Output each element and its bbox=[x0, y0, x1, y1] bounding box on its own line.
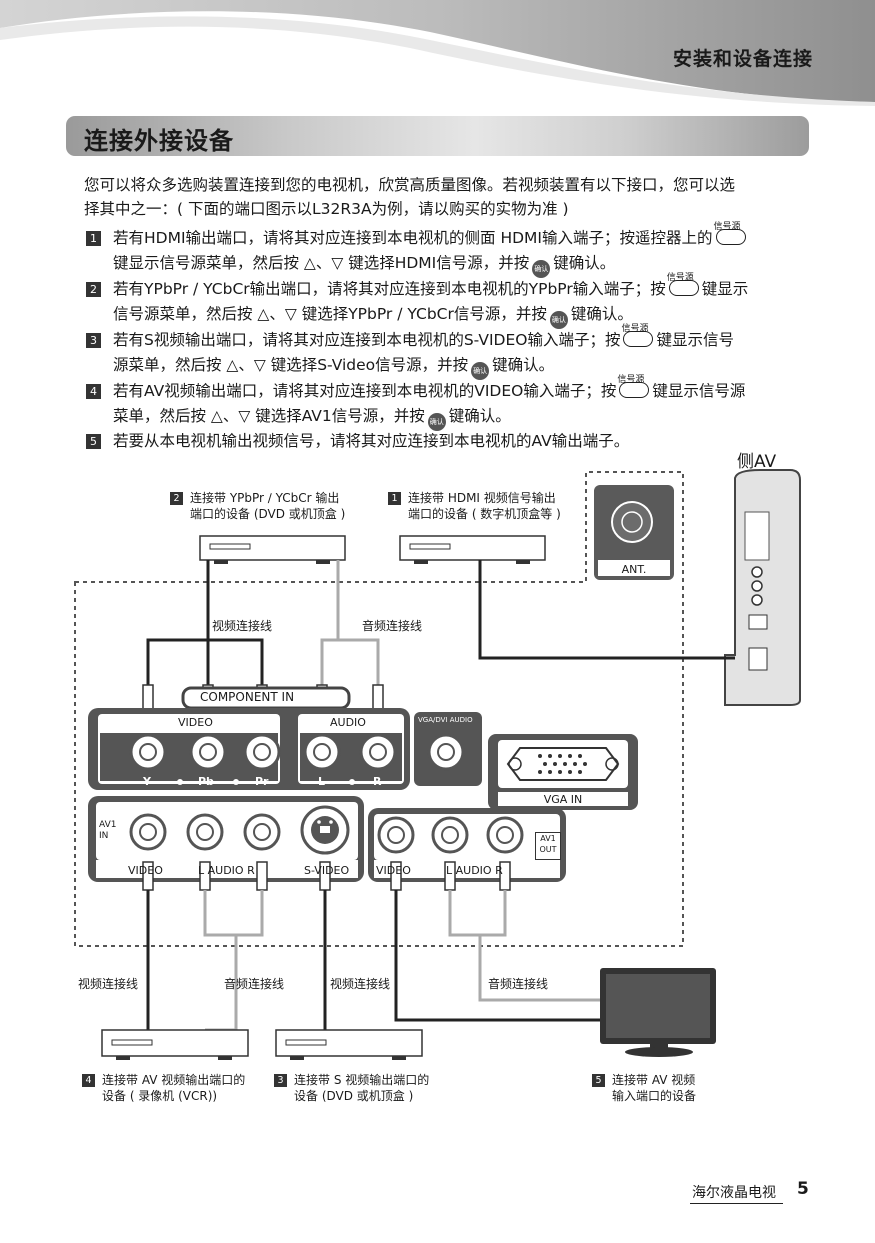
side-av-label: 侧AV bbox=[737, 452, 777, 472]
pb-label: Pb bbox=[198, 775, 214, 788]
cable-video-label-bl: 视频连接线 bbox=[78, 977, 139, 991]
step-text: 键显示信号源菜单，然后按 △、▽ 键选择HDMI信号源，并按 bbox=[113, 254, 530, 272]
source-button-icon: 信号源 bbox=[667, 273, 699, 296]
step-text: 若有AV视频输出端口，请将其对应连接到本电视机的VIDEO输入端子；按 bbox=[113, 382, 617, 400]
cable-video-label: 视频连接线 bbox=[212, 619, 273, 633]
step-2: 2 若有YPbPr ∕ YCbCr输出端口，请将其对应连接到本电视机的YPbPr输… bbox=[86, 273, 816, 329]
step-text: 键确认。 bbox=[492, 356, 555, 374]
av-video-label: VIDEO bbox=[128, 864, 163, 877]
step-text: 源菜单，然后按 △、▽ 键选择S-Video信号源，并按 bbox=[113, 356, 469, 374]
av1-in-label: AV1 IN bbox=[99, 820, 117, 841]
step-text: 键显示信号源 bbox=[652, 382, 746, 400]
footer-brand: 海尔液晶电视 bbox=[692, 1185, 776, 1201]
step-text: 键确认。 bbox=[570, 305, 633, 323]
y-label: Y bbox=[143, 775, 151, 788]
step-text: 若要从本电视机输出视频信号，请将其对应连接到本电视机的AV输出端子。 bbox=[113, 432, 630, 450]
ok-button-icon: 确认 bbox=[532, 260, 551, 278]
device-2-player bbox=[199, 535, 346, 564]
step-text: 键确认。 bbox=[553, 254, 616, 272]
step-text: 键显示信号 bbox=[656, 331, 734, 349]
ok-button-icon: 确认 bbox=[471, 362, 490, 380]
step-text: 键显示 bbox=[701, 280, 749, 298]
ant-label: ANT. bbox=[621, 563, 647, 576]
component-video-label: VIDEO bbox=[178, 716, 213, 729]
page-number: 5 bbox=[797, 1179, 809, 1199]
ok-button-icon: 确认 bbox=[549, 311, 568, 329]
tv-back-frame bbox=[74, 471, 684, 947]
header-swoosh bbox=[0, 0, 875, 107]
section-title: 安装和设备连接 bbox=[672, 48, 813, 70]
source-button-icon: 信号源 bbox=[621, 324, 654, 347]
device-4-vcr bbox=[101, 1029, 249, 1060]
component-in-label: COMPONENT IN bbox=[200, 690, 295, 704]
step-text: 信号源菜单，然后按 △、▽ 键选择YPbPr ∕ YCbCr信号源，并按 bbox=[113, 305, 547, 323]
r-label: R bbox=[373, 775, 382, 788]
cable-video-label-br: 视频连接线 bbox=[330, 977, 391, 991]
page-title: 连接外接设备 bbox=[84, 127, 234, 155]
av-audio-label: L AUDIO R bbox=[198, 864, 255, 877]
step-text: 菜单，然后按 △、▽ 键选择AV1信号源，并按 bbox=[113, 407, 425, 425]
title-bar bbox=[66, 116, 809, 156]
step-number: 1 bbox=[86, 231, 101, 246]
cable-audio-label-br: 音频连接线 bbox=[488, 977, 549, 991]
device-5-monitor bbox=[600, 968, 716, 1057]
antenna-jack bbox=[611, 501, 653, 543]
l-label: L bbox=[318, 775, 326, 788]
cable-audio-label-bl: 音频连接线 bbox=[224, 977, 285, 991]
component-audio-label: AUDIO bbox=[330, 716, 366, 729]
source-button-icon: 信号源 bbox=[617, 375, 650, 398]
step-text: 若有HDMI输出端口，请将其对应连接到本电视机的侧面 HDMI输入端子；按遥控器… bbox=[113, 229, 713, 247]
step-text: 若有S视频输出端口，请将其对应连接到本电视机的S-VIDEO输入端子；按 bbox=[113, 331, 621, 349]
av1-out-label: AV1 OUT bbox=[535, 832, 561, 860]
step-text: 若有YPbPr ∕ YCbCr输出端口，请将其对应连接到本电视机的YPbPr输入… bbox=[113, 280, 666, 298]
step-3: 3 若有S视频输出端口，请将其对应连接到本电视机的S-VIDEO输入端子；按信号源… bbox=[86, 324, 816, 380]
ok-button-icon: 确认 bbox=[427, 413, 446, 431]
step-number: 3 bbox=[86, 333, 101, 348]
vga-dvi-audio-label: VGA/DVI AUDIO bbox=[418, 716, 473, 724]
out-audio-label: L AUDIO R bbox=[446, 864, 503, 877]
s-video-label: S-VIDEO bbox=[304, 864, 350, 877]
intro-line-1: 您可以将众多选购装置连接到您的电视机，欣赏高质量图像。若视频装置有以下接口，您可… bbox=[84, 176, 736, 194]
step-number: 4 bbox=[86, 384, 101, 399]
step-text: 键确认。 bbox=[448, 407, 511, 425]
cable-audio-label: 音频连接线 bbox=[362, 619, 423, 633]
out-video-label: VIDEO bbox=[376, 864, 411, 877]
device-1-player bbox=[399, 535, 546, 564]
step-number: 5 bbox=[86, 434, 101, 449]
connection-diagram bbox=[74, 469, 801, 1060]
step-number: 2 bbox=[86, 282, 101, 297]
vga-in-label: VGA IN bbox=[543, 793, 583, 806]
step-1: 1 若有HDMI输出端口，请将其对应连接到本电视机的侧面 HDMI输入端子；按遥控… bbox=[86, 222, 816, 278]
footer-rule bbox=[690, 1203, 783, 1204]
source-button-icon: 信号源 bbox=[714, 222, 746, 245]
step-5: 5 若要从本电视机输出视频信号，请将其对应连接到本电视机的AV输出端子。 bbox=[86, 429, 816, 454]
intro-line-2: 择其中之一：( 下面的端口图示以L32R3A为例，请以购买的实物为准 ) bbox=[84, 200, 569, 218]
device-3-player bbox=[275, 1029, 423, 1060]
pr-label: Pr bbox=[255, 775, 269, 788]
